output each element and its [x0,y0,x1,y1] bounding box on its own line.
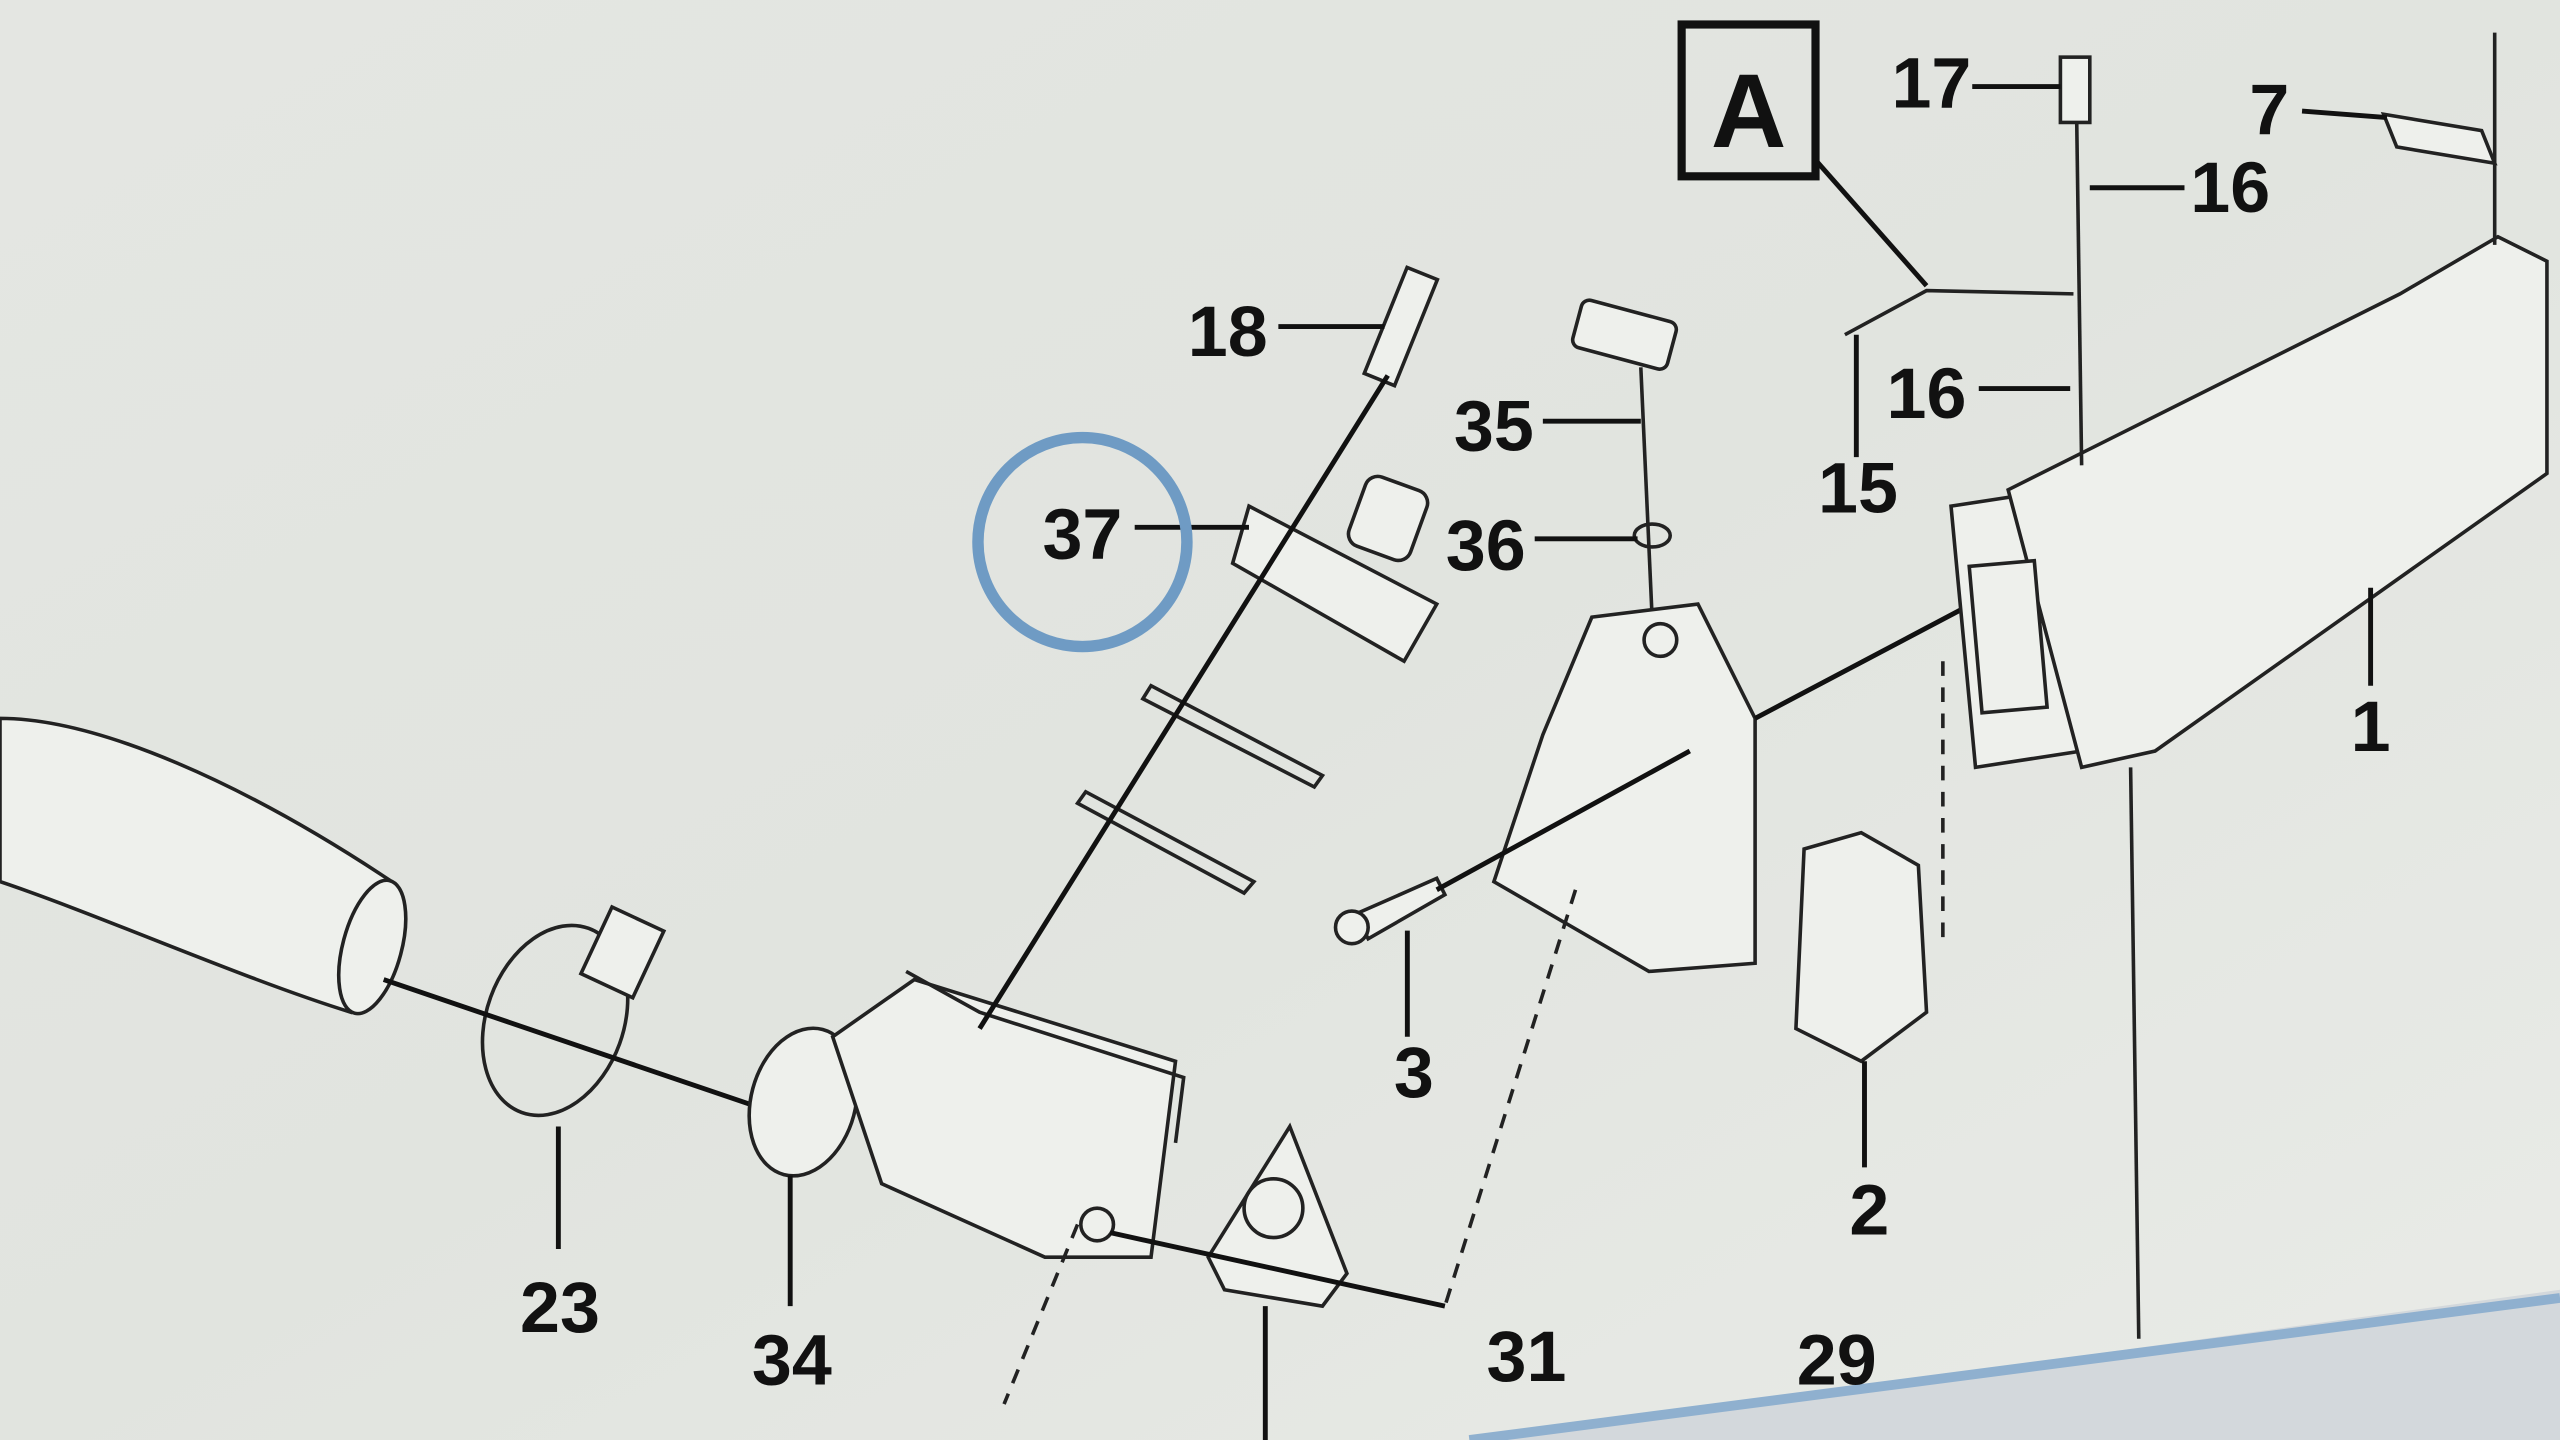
part-label-36[interactable]: 36 [1446,506,1526,586]
cooler-insert-part-2 [1794,830,1929,1064]
part-label-17[interactable]: 17 [1891,44,1971,124]
highlight-circle [972,431,1193,653]
leader-lines [555,84,2388,1440]
throttle-body-part-34 [747,969,1186,1259]
part-label-34[interactable]: 34 [752,1320,832,1400]
part-label-1[interactable]: 1 [2351,687,2391,767]
part-label-29[interactable]: 29 [1797,1320,1877,1400]
part-label-3[interactable]: 3 [1394,1033,1434,1113]
part-label-15[interactable]: 15 [1818,449,1898,529]
part-label-18[interactable]: 18 [1188,292,1268,372]
screen-edge-line [1468,1293,2560,1440]
pipe-part-15 [1844,288,2074,337]
part-label-16[interactable]: 16 [2190,148,2270,228]
clamp-part-23 [480,904,667,1118]
part-label-2[interactable]: 2 [1849,1170,1889,1250]
part-label-7[interactable]: 7 [2249,70,2289,150]
part-label-35[interactable]: 35 [1454,387,1534,467]
bolt-part-3 [1333,876,1448,946]
part-label-31[interactable]: 31 [1487,1317,1567,1397]
view-a-box [1677,20,1820,181]
part-label-23[interactable]: 23 [520,1268,600,1348]
bolt-part-17 [2058,55,2092,125]
view-a-label: A [1711,53,1786,170]
egr-cooler-part-1 [1949,234,2549,770]
part-label-37[interactable]: 37 [1042,494,1122,574]
part-label-16[interactable]: 16 [1887,354,1967,434]
sensor-part-35 [1570,298,1679,621]
bolt-part-18 [1361,265,1440,388]
